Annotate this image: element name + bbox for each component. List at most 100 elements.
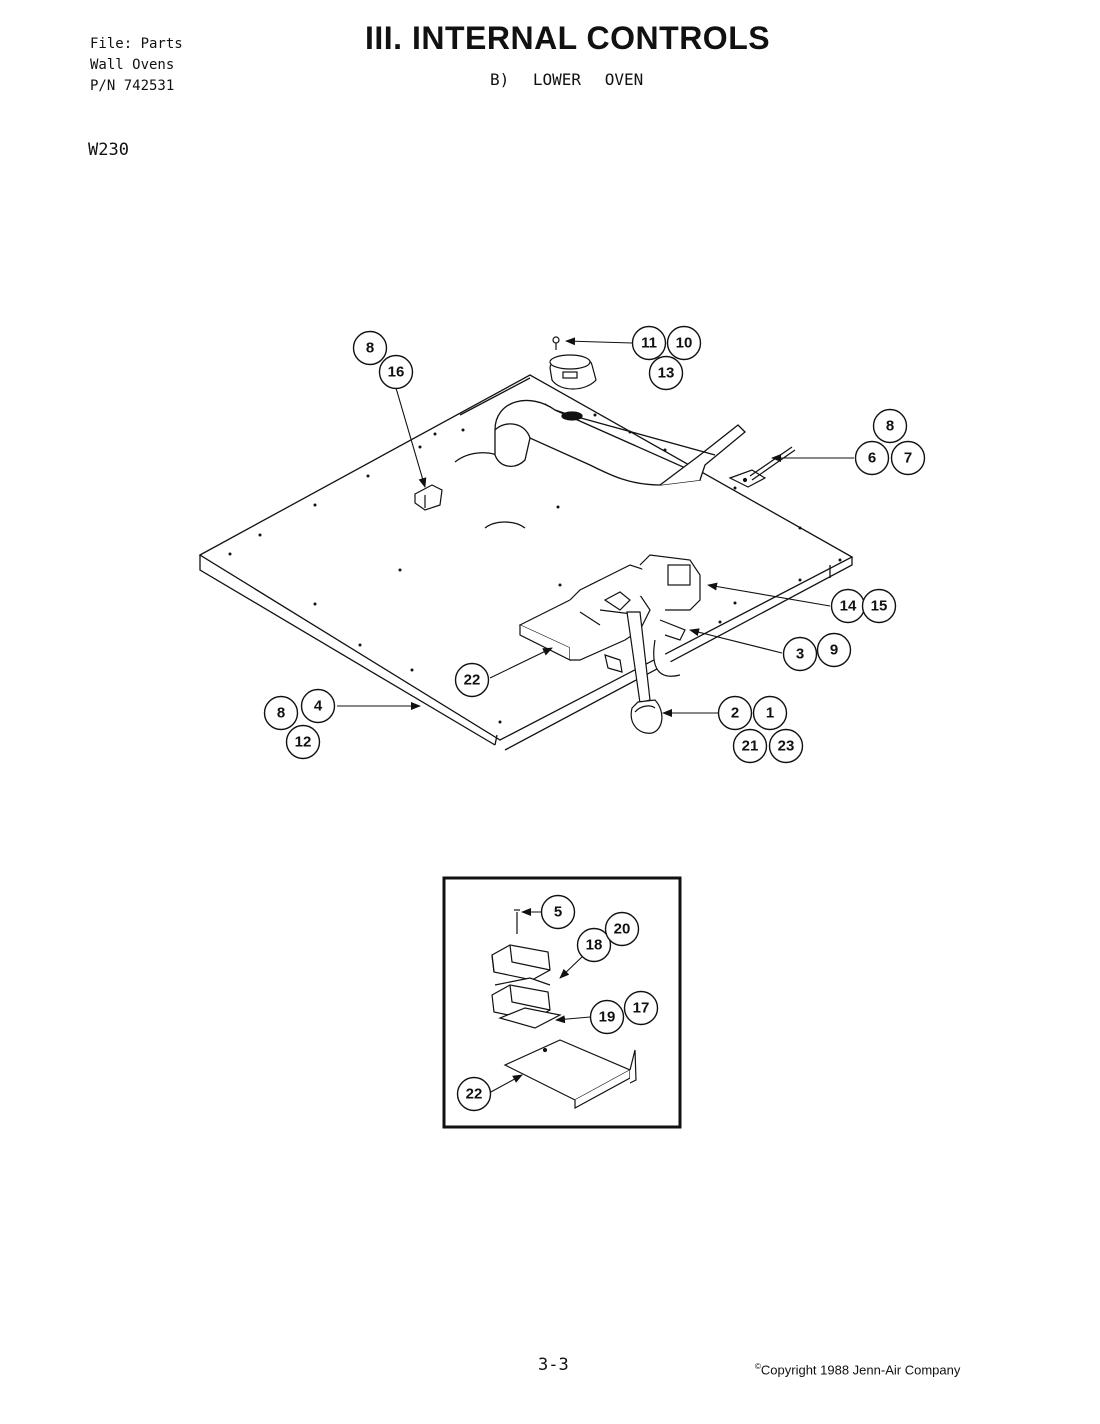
callout-number: 23 [778,738,795,755]
probe-bracket [728,446,796,488]
callout-circle [890,440,926,476]
callouts-inset: 5 18 20 19 17 22 [456,894,659,1112]
part-number-label: P/N 742531 [90,78,175,94]
callout-circle [666,325,702,361]
callout-number: 4 [314,698,323,715]
vent-tube [494,399,746,486]
callout-circle [623,990,659,1026]
callout-circle [861,588,897,624]
callout-number: 7 [904,450,912,467]
callout-number: 3 [796,646,804,663]
callout-number: 20 [614,921,631,938]
callout-circle [854,440,890,476]
file-label: File: Parts [90,36,183,52]
callout-circle [576,927,612,963]
callout-10-main: 10 [666,325,702,361]
callout-circle [816,632,852,668]
callout-circle [732,728,768,764]
copyright-symbol: © [755,1362,761,1371]
callout-number: 8 [366,340,374,357]
callout-15-main: 15 [861,588,897,624]
leader-lines-main [337,337,854,717]
callout-20-inset: 20 [604,911,640,947]
callout-number: 11 [641,335,657,352]
callout-circle [589,999,625,1035]
callout-number: 8 [886,418,894,435]
callout-number: 10 [676,335,693,352]
callout-number: 1 [766,705,774,722]
callout-number: 12 [295,734,312,751]
callout-number: 18 [586,937,603,954]
screw-11 [552,336,560,350]
callout-16-main: 16 [378,354,414,390]
callout-number: 22 [466,1086,483,1103]
callout-19-inset: 19 [589,999,625,1035]
product-label: Wall Ovens [90,57,175,73]
thermal-switch [549,354,597,390]
callout-5-inset: 5 [540,894,576,930]
callout-number: 15 [871,598,888,615]
callout-number: 19 [599,1009,616,1026]
callout-17-inset: 17 [623,990,659,1026]
callout-number: 13 [658,365,675,382]
page-subtitle: B) LOWER OVEN [490,70,644,89]
callout-4-main: 4 [300,688,336,724]
callout-12-main: 12 [285,724,321,760]
callout-circle [752,695,788,731]
callout-8-main: 8 [872,408,908,444]
callout-circle [717,695,753,731]
callout-circle [456,1076,492,1112]
callout-13-main: 13 [648,355,684,391]
callout-circle [378,354,414,390]
callout-6-main: 6 [854,440,890,476]
callout-8-main: 8 [263,695,299,731]
callout-number: 17 [633,1000,650,1017]
callout-18-inset: 18 [576,927,612,963]
callout-number: 8 [277,705,285,722]
callout-circle [872,408,908,444]
page-title: III. INTERNAL CONTROLS [365,20,771,56]
callout-number: 9 [830,642,838,659]
clip-part [414,484,443,511]
callout-21-main: 21 [732,728,768,764]
copyright-notice: ©Copyright 1988 Jenn-Air Company [755,1362,960,1377]
callout-9-main: 9 [816,632,852,668]
callout-23-main: 23 [768,728,804,764]
callout-circle [648,355,684,391]
model-number: W230 [88,140,129,160]
callout-circle [263,695,299,731]
callout-circle [454,662,490,698]
callout-circle [631,325,667,361]
callout-14-main: 14 [830,588,866,624]
callout-number: 2 [731,705,739,722]
callout-22-main: 22 [454,662,490,698]
leader-lines-inset [488,908,591,1094]
copyright-text: Copyright 1988 Jenn-Air Company [760,1362,961,1378]
callout-3-main: 3 [782,636,818,672]
callout-number: 5 [554,904,562,921]
callout-circle [300,688,336,724]
control-assembly [518,554,701,677]
callout-number: 16 [388,364,405,381]
callout-circle [768,728,804,764]
callout-number: 22 [464,672,481,689]
callout-22-inset: 22 [456,1076,492,1112]
callout-circle [285,724,321,760]
callout-8-main: 8 [352,330,388,366]
callout-2-main: 2 [717,695,753,731]
callout-number: 6 [868,450,876,467]
callout-number: 14 [840,598,857,615]
knob-shaft [626,611,663,734]
callout-circle [782,636,818,672]
callout-11-main: 11 [631,325,667,361]
callout-circle [540,894,576,930]
callout-number: 21 [742,738,759,755]
callout-circle [604,911,640,947]
callout-circle [352,330,388,366]
document-info: File: Parts Wall Ovens P/N 742531 [90,34,183,97]
callout-7-main: 7 [890,440,926,476]
inset-parts [491,909,637,1110]
